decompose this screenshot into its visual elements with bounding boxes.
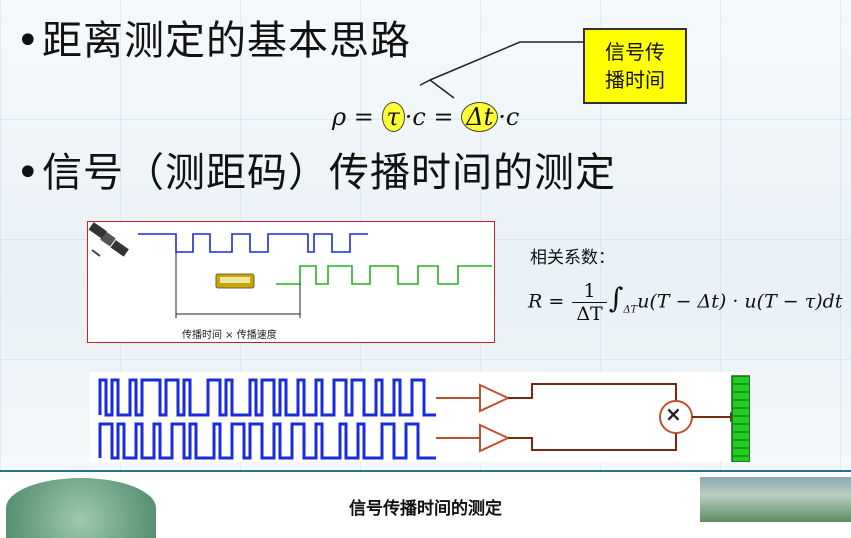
- fraction-denominator: ΔT: [576, 303, 603, 325]
- receiver-replica-signal: [276, 265, 492, 285]
- integral-sign: ∫: [608, 281, 624, 315]
- diagram-caption: 传播时间 × 传播速度: [182, 330, 277, 341]
- circuit-svg: [98, 375, 751, 463]
- distance-formula: ρ = τ·c = Δt·c: [332, 102, 519, 132]
- callout-signal-propagation-time: 信号传 播时间: [583, 28, 687, 104]
- signal-timing-diagram: 传播时间 × 传播速度: [87, 221, 495, 343]
- equals-sign-2: =: [433, 103, 454, 131]
- bullet-dot: •: [16, 150, 41, 196]
- wire-bottom: [508, 432, 677, 451]
- receiver-icon: [215, 273, 255, 289]
- footer-divider: [0, 470, 851, 472]
- amplifier-bottom-icon: [479, 423, 511, 453]
- callout-line-1: 信号传: [605, 40, 665, 64]
- code-signal-bottom: [98, 422, 436, 460]
- rho-symbol: ρ: [332, 103, 347, 131]
- integral-subscript: ΔT: [623, 304, 638, 316]
- campus-photo: [700, 477, 851, 522]
- code-signal-top: [98, 378, 436, 417]
- bullet-distance-method: •距离测定的基本思路: [16, 8, 411, 66]
- fraction-numerator: 1: [572, 280, 607, 303]
- c-symbol: c: [412, 103, 426, 131]
- bullet-signal-time: •信号（测距码）传播时间的测定: [16, 140, 616, 198]
- c-symbol-2: c: [505, 103, 520, 131]
- equals-sign: =: [353, 103, 374, 131]
- tau-oval: τ: [381, 102, 405, 132]
- timing-svg: [88, 222, 492, 318]
- correlation-formula: R = 1 ΔT ∫ΔTu(T − Δt) · u(T − τ)dt: [528, 280, 842, 325]
- amplifier-top-icon: [479, 383, 511, 413]
- delta-t-oval: Δt: [461, 102, 499, 132]
- bar-meter-icon: [731, 375, 751, 463]
- correlation-label: 相关系数：: [530, 248, 615, 268]
- satellite-icon: [88, 222, 129, 257]
- bullet-text: 距离测定的基本思路: [42, 18, 411, 64]
- wire-top: [508, 383, 677, 402]
- integrand: u(T − Δt) · u(T − τ)dt: [637, 290, 843, 313]
- tau-symbol: τ: [386, 103, 400, 131]
- correlator-circuit-diagram: ×: [90, 372, 751, 463]
- callout-pointer-lines: [420, 41, 583, 99]
- footer-title: 信号传播时间的测定: [349, 499, 502, 519]
- delta-t-symbol: Δt: [466, 103, 494, 131]
- fraction: 1 ΔT: [572, 280, 607, 325]
- dot-operator-2: ·: [498, 103, 506, 131]
- bullet-dot: •: [16, 18, 41, 64]
- satellite-code-signal: [138, 233, 368, 253]
- dot-operator: ·: [404, 103, 413, 131]
- bullet-text: 信号（测距码）传播时间的测定: [42, 150, 616, 196]
- callout-line-2: 播时间: [605, 68, 665, 92]
- formula-lhs: R =: [528, 290, 565, 313]
- multiply-symbol: ×: [665, 402, 682, 426]
